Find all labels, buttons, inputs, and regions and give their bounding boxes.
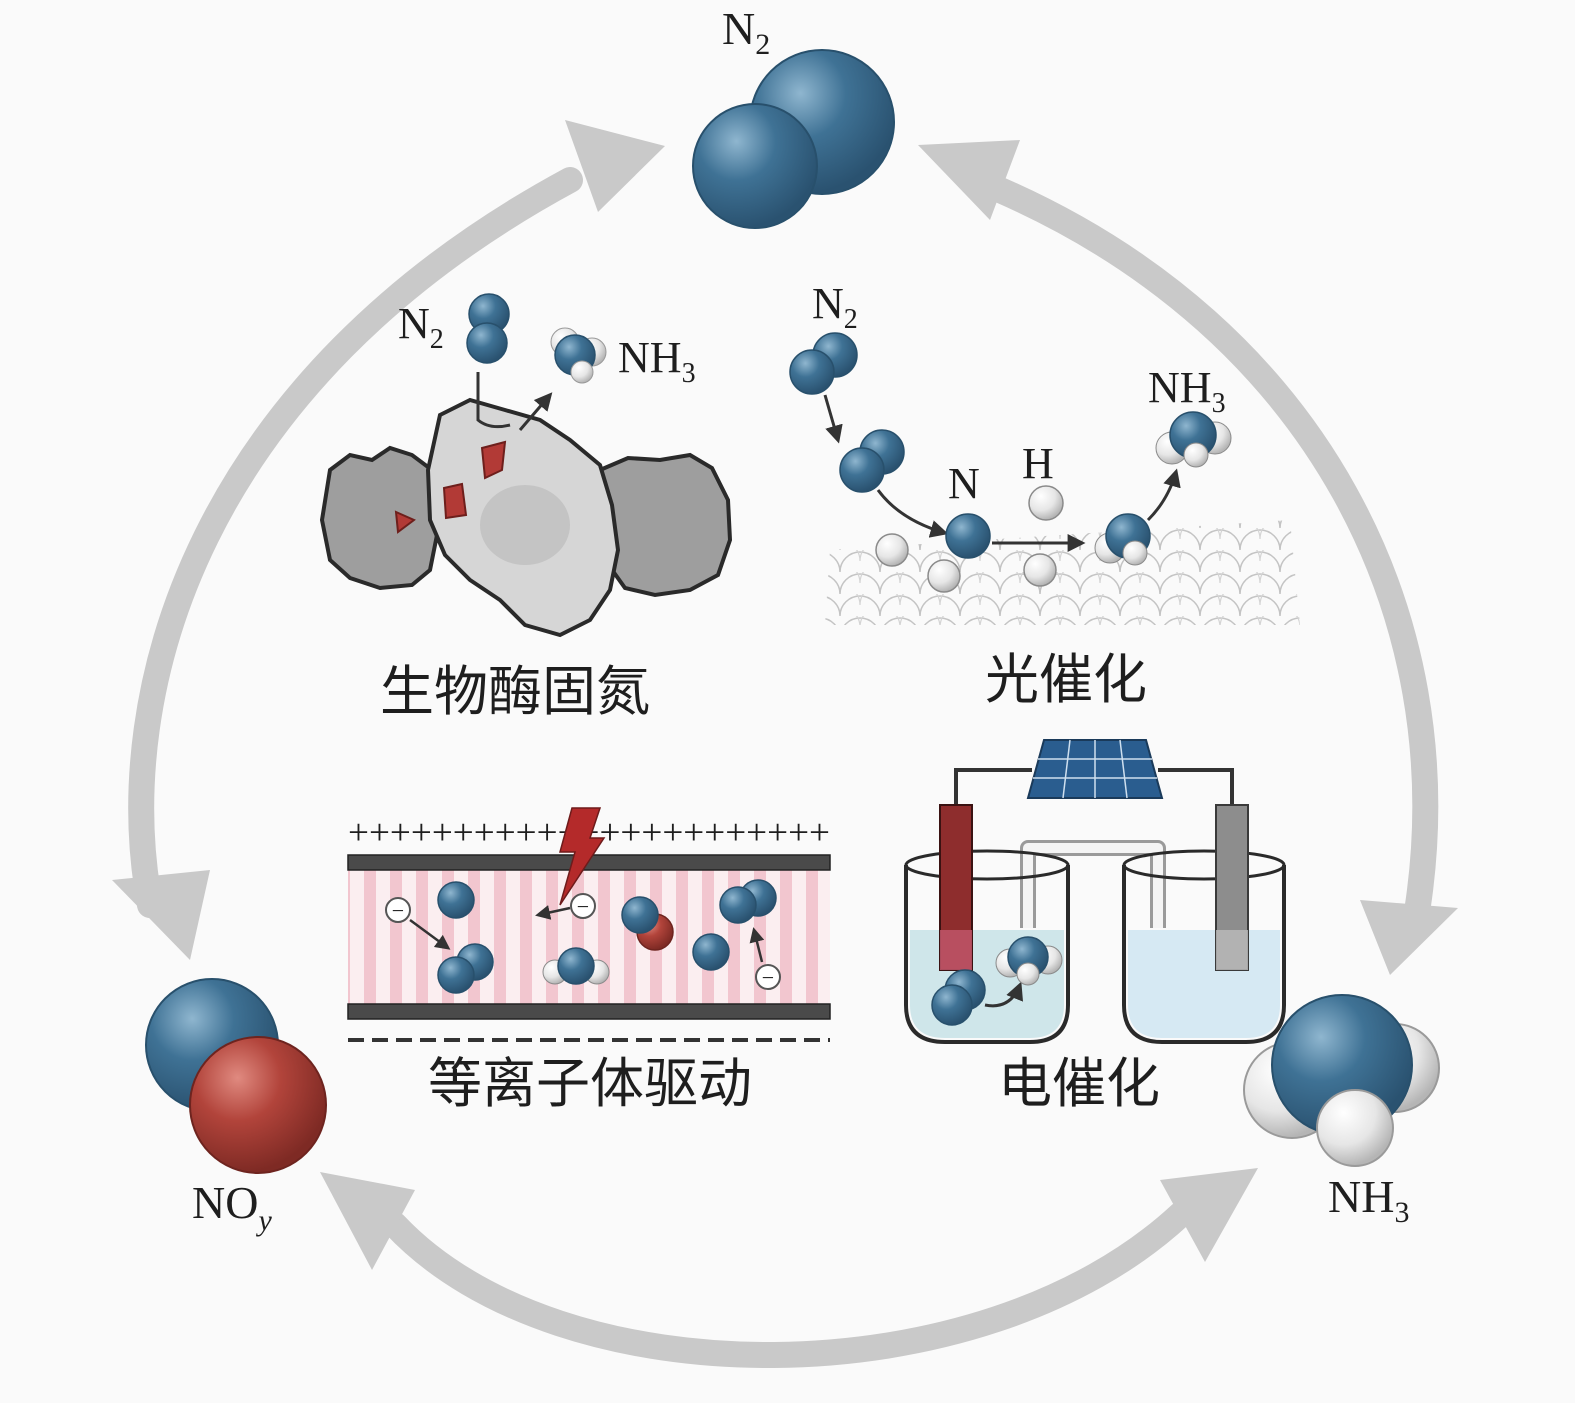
- photo-product-label: NH3: [1148, 363, 1226, 419]
- arrow-n2-to-nh3: [987, 177, 1439, 918]
- photo-n2-a-atom2: [789, 349, 835, 395]
- enzyme-left-lobe: [319, 445, 443, 591]
- photo-h-atom-4: [1023, 553, 1057, 587]
- photo-atom-h-label: H: [1022, 439, 1054, 488]
- photo-n-atom: [945, 513, 991, 559]
- plasma-electron-2: −: [570, 893, 596, 919]
- right-beaker-rim: [1122, 849, 1286, 881]
- panel-electro: 电催化: [904, 739, 1286, 1115]
- nh3-label: NH3: [1328, 1171, 1409, 1229]
- right-electrolyte: [1128, 930, 1280, 1038]
- photo-arrow-1: [823, 394, 843, 444]
- photo-nh-h-b: [1122, 540, 1148, 566]
- photo-arrow-4: [1146, 468, 1181, 522]
- enzyme-product-label: NH3: [618, 333, 696, 389]
- enzyme-title: 生物酶固氮: [380, 660, 650, 723]
- plasma-n-atom-2: [692, 933, 730, 971]
- electron-sign: −: [762, 965, 774, 990]
- n2-atom-front: [692, 103, 818, 229]
- left-beaker: [904, 865, 1070, 1044]
- photo-reactant-label: N2: [812, 279, 858, 335]
- plasma-bottom-electrode: [347, 1003, 831, 1020]
- solar-panel-grid: [1033, 739, 1157, 799]
- photo-nh3-h-c: [1183, 442, 1209, 468]
- electro-n2-a2: [931, 984, 973, 1026]
- plasma-arrow-1: [409, 918, 451, 950]
- photo-h-atom-1: [1028, 485, 1064, 521]
- cofactor-2: [442, 482, 468, 520]
- arrow-nh3-to-noy-head: [320, 1172, 415, 1270]
- nh3-h-atom-bottom: [1316, 1089, 1394, 1167]
- plasma-electron-1: −: [385, 897, 411, 923]
- panel-enzyme: N2 NH3 生物酶固氮: [319, 293, 733, 723]
- enzyme-nh3-h-c: [570, 360, 594, 384]
- plasma-no-n: [621, 896, 659, 934]
- cycle-node-n2: N2: [692, 3, 895, 229]
- plasma-nh-n: [557, 947, 595, 985]
- plasma-arrow-2: [535, 905, 571, 920]
- cofactor-3: [394, 510, 416, 534]
- noy-label: NOy: [192, 1177, 272, 1237]
- panel-photo: N2 N H NH3 光催化: [789, 279, 1300, 711]
- salt-bridge: [1020, 840, 1166, 928]
- photo-catalyst-surface: [825, 520, 1300, 625]
- plasma-title: 等离子体驱动: [428, 1052, 752, 1115]
- arrow-n2-to-nh3-head: [1360, 900, 1458, 975]
- left-beaker-rim: [904, 849, 1070, 881]
- photo-atom-n-label: N: [948, 459, 980, 508]
- enzyme-path-in: [476, 372, 511, 429]
- enzyme-n2-atom-b: [466, 322, 508, 364]
- photo-h-atom-2: [875, 533, 909, 567]
- arrow-nh3-to-noy-tail: [1160, 1168, 1258, 1262]
- cycle-node-nh3: NH3: [1243, 994, 1440, 1229]
- arrow-noy-to-n2-tail: [112, 870, 210, 960]
- lightning-icon: [559, 807, 606, 906]
- circuit-wire: [954, 768, 1234, 805]
- electro-arrow: [984, 981, 1024, 1008]
- electro-title: 电催化: [998, 1052, 1160, 1115]
- plasma-electron-3: −: [755, 964, 781, 990]
- arrow-nh3-to-noy: [382, 1202, 1193, 1368]
- anode-submerged: [1216, 930, 1248, 970]
- plasma-n2-a2: [437, 956, 475, 994]
- panel-plasma: +++++++++++++++++++++++ − − −: [347, 807, 831, 1115]
- cathode-submerged: [940, 930, 972, 970]
- enzyme-reactant-label: N2: [398, 299, 444, 355]
- plasma-arrow-3: [749, 927, 765, 963]
- cycle-node-noy: NOy: [145, 978, 327, 1237]
- electro-nh3-h-c: [1016, 962, 1040, 986]
- noy-o-atom: [189, 1036, 327, 1174]
- electron-sign: −: [577, 894, 589, 919]
- enzyme-core-shade: [480, 485, 570, 565]
- right-beaker: [1122, 865, 1286, 1044]
- arrow-noy-to-n2: [128, 167, 583, 918]
- photo-arrow-2: [876, 489, 949, 538]
- arrow-n2-to-nh3-tail: [918, 140, 1020, 220]
- electron-sign: −: [392, 898, 404, 923]
- arrow-noy-to-n2-head: [565, 120, 665, 212]
- cofactor-1: [480, 440, 507, 480]
- plasma-n-atom-1: [437, 881, 475, 919]
- salt-bridge-inner: [1023, 843, 1163, 928]
- plasma-n2-b2: [719, 886, 757, 924]
- n2-label: N2: [722, 3, 770, 61]
- photo-title: 光催化: [985, 648, 1147, 711]
- enzyme-path-out: [518, 392, 553, 431]
- cycle-arrows: [112, 120, 1458, 1368]
- photo-n2-b-atom2: [839, 447, 885, 493]
- photo-h-atom-3: [927, 559, 961, 593]
